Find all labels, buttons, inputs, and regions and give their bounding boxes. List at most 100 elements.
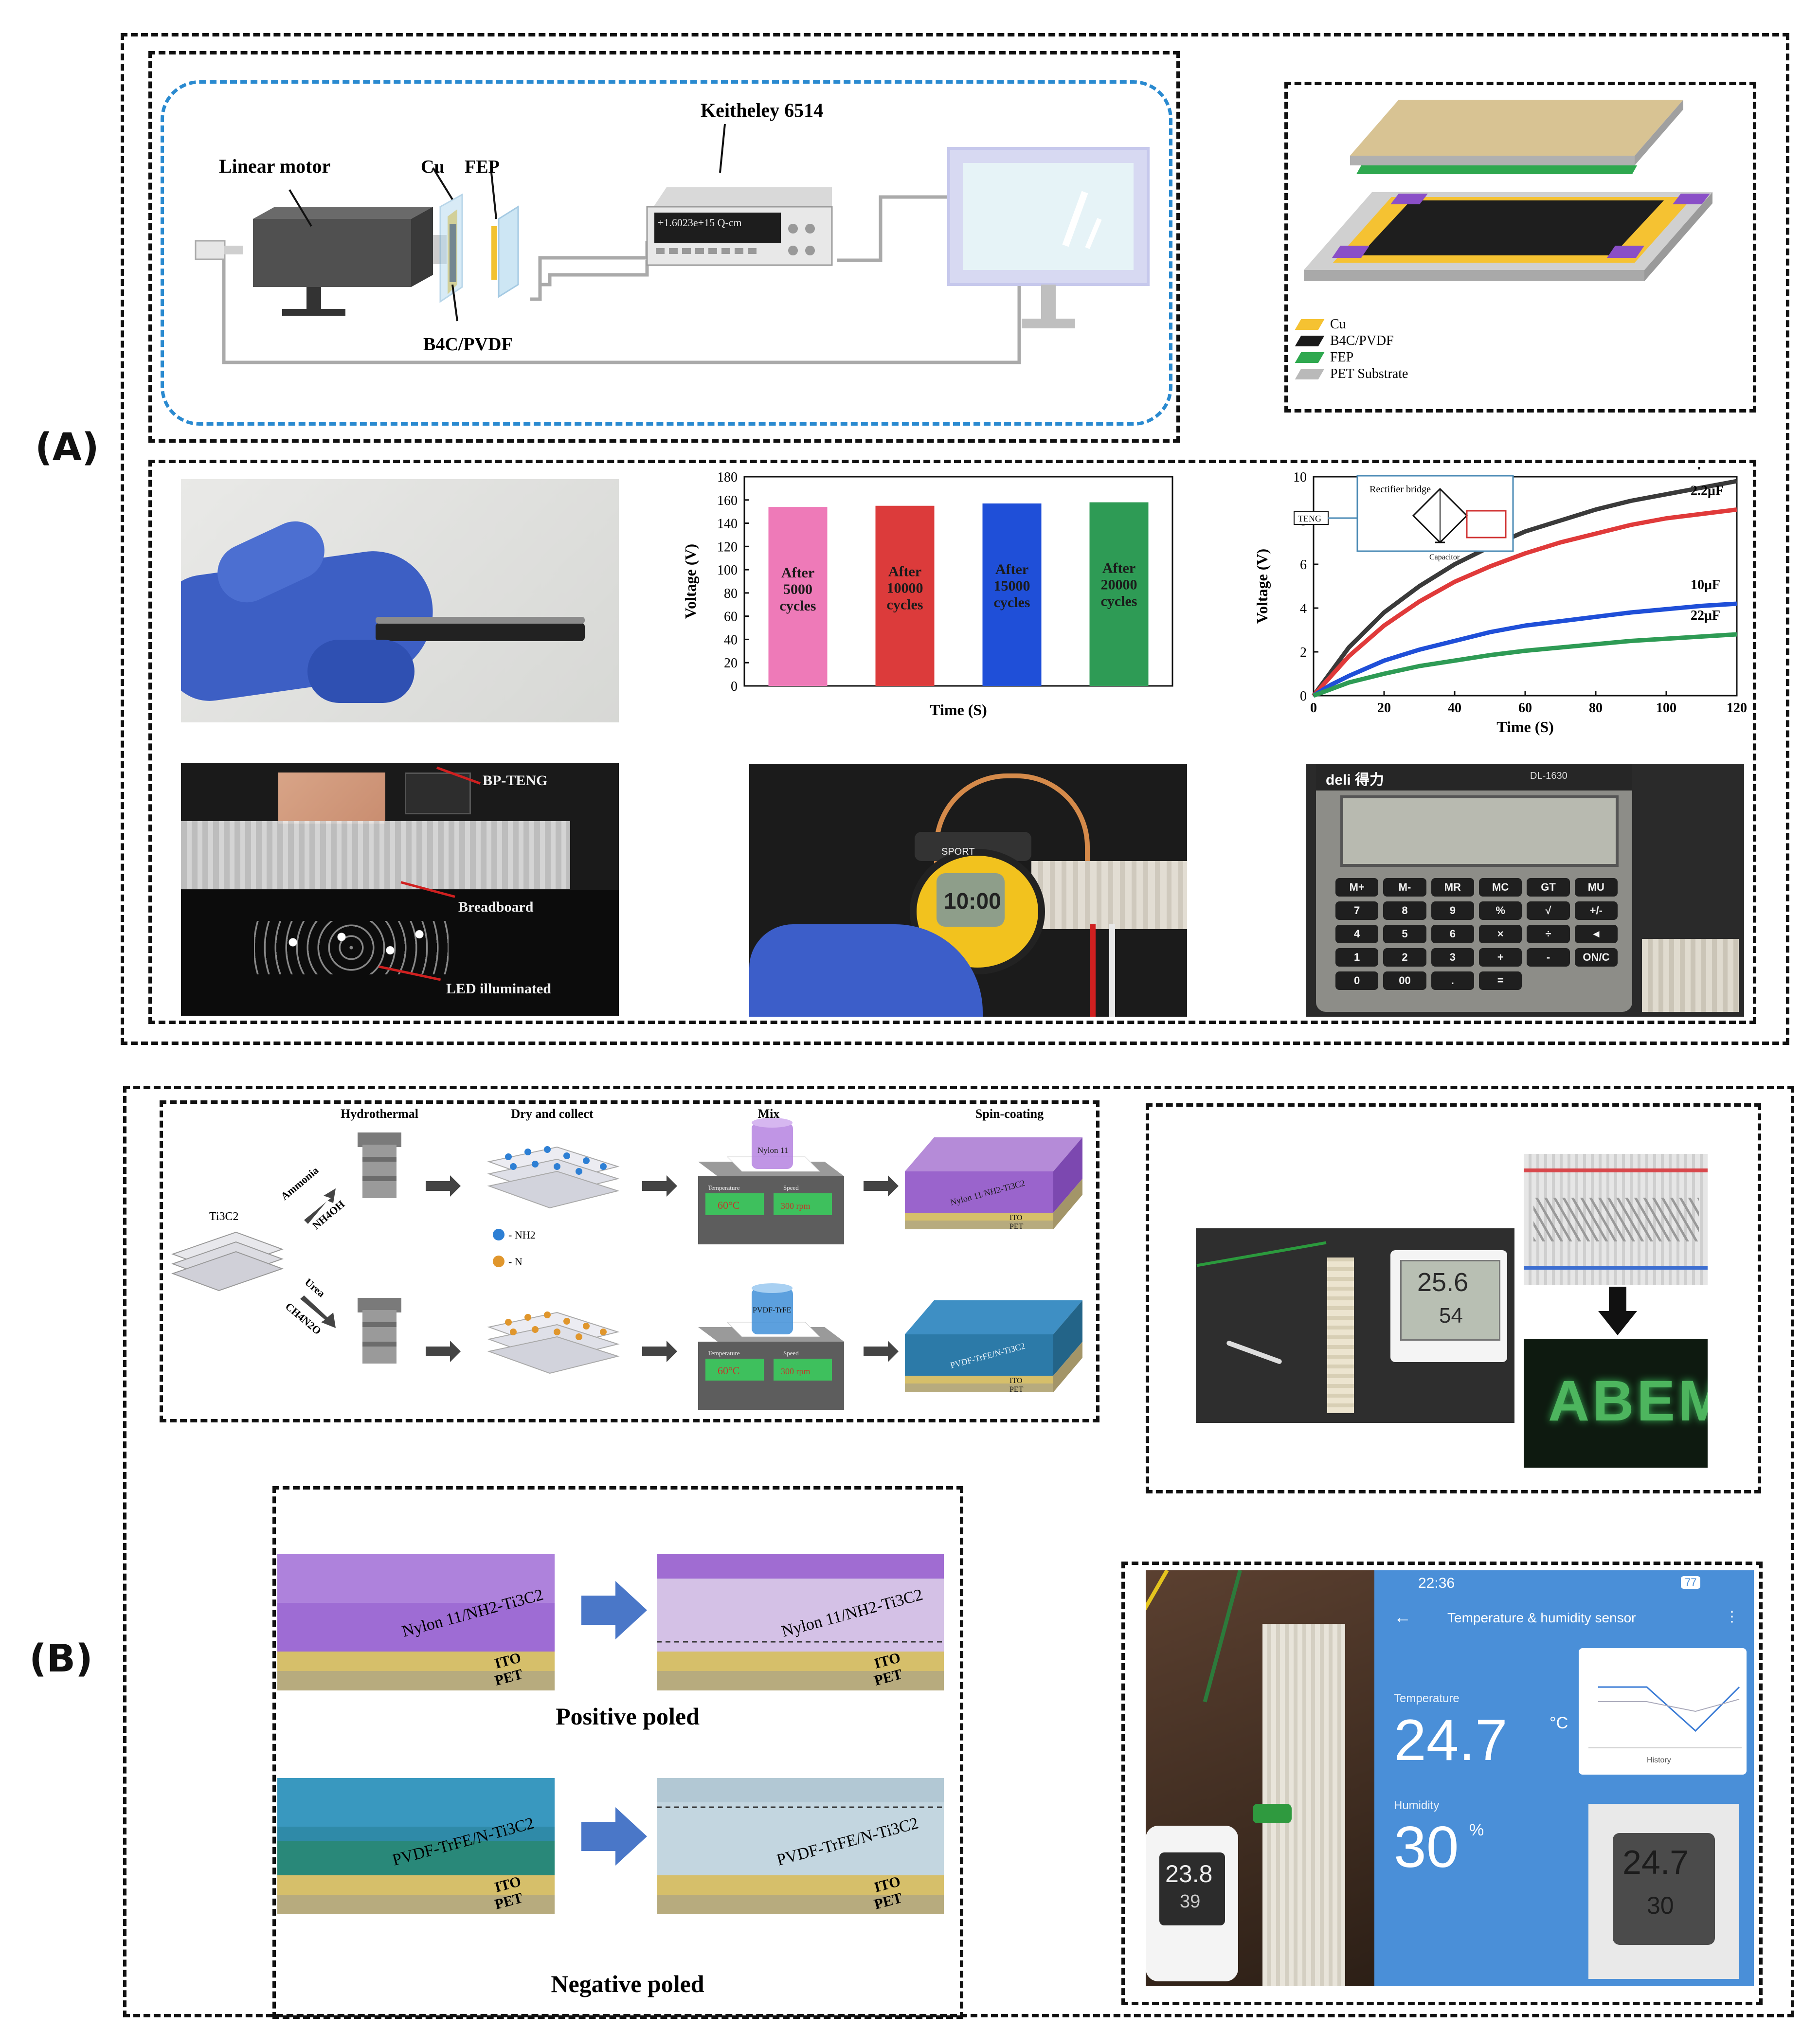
thermo-frame [1146, 1103, 1761, 1493]
photo-led-breadboard: BP-TENG Breadboard LED illuminated [181, 763, 619, 1016]
polymer-1: Nylon 11 [757, 1146, 788, 1155]
calc-key: MC [1479, 878, 1522, 897]
bar-data-label: 20000 [1101, 577, 1137, 593]
x-tick-label: 60 [1518, 701, 1532, 716]
hum-value: 30 [1394, 1814, 1459, 1880]
photo-led-board [1524, 1154, 1708, 1285]
hot-temp-1: 60°C [718, 1199, 739, 1211]
y-axis-label: Voltage (V) [682, 544, 699, 619]
app-title: Temperature & humidity sensor [1447, 1610, 1636, 1625]
calc-key: % [1479, 901, 1522, 920]
calc-key: MU [1574, 878, 1618, 897]
rectifier-inset: TENG Rectifier bridge Capacitor [1294, 475, 1514, 561]
x-tick-label: 120 [1727, 701, 1747, 716]
poling-frame [272, 1486, 963, 2019]
series-label: 1μF [1691, 467, 1713, 470]
pvdf-film-poled: PVDF-TrFE/N-Ti3C2 ITO PET [657, 1778, 944, 1914]
bar [768, 507, 828, 686]
legend-label: B4C/PVDF [1330, 333, 1394, 348]
calc-key: 8 [1383, 901, 1426, 920]
calc-key: M- [1383, 878, 1426, 897]
calc-key: MR [1431, 878, 1474, 897]
y-tick-label: 2 [1300, 645, 1307, 660]
calc-model: DL-1630 [1530, 771, 1568, 781]
nh2-flakes [487, 1146, 620, 1209]
setup-diagram: +1.6023e+15 Q-cm Keitheley 6514 Linear m… [195, 99, 1150, 364]
watch-display: 10:00 [944, 888, 1001, 914]
hot-speed-1: 300 rpm [781, 1201, 811, 1211]
calc-key: 6 [1431, 925, 1474, 943]
y-tick-label: 0 [731, 679, 738, 694]
photo-thermometer: 25.6 54 [1196, 1228, 1514, 1423]
keithley-label: Keitheley 6514 [701, 99, 823, 121]
line-chart: 02468100204060801001201μF2.2μF10μF22μFTi… [1253, 467, 1747, 736]
nylon-film-poled: Nylon 11/NH2-Ti3C2 ITO PET [657, 1554, 944, 1690]
poling-arrow-top [581, 1581, 647, 1639]
y-tick-label: 80 [724, 586, 738, 601]
calc-key: + [1479, 948, 1522, 967]
poling-arrow-bottom [581, 1807, 647, 1866]
bar-data-label: 15000 [994, 578, 1030, 594]
temp-unit: °C [1550, 1714, 1568, 1732]
film-pvdf: PVDF-TrFE/N-Ti3C2 ITO PET [905, 1300, 1082, 1394]
inset-teng-label: TENG [1298, 514, 1321, 523]
bar-data-label: After [995, 561, 1028, 577]
history-card[interactable]: History [1579, 1648, 1747, 1775]
bp-teng-label: BP-TENG [483, 772, 548, 789]
setup-frame [148, 51, 1180, 443]
process-diagram: Hydrothermal Dry and collect Mix Spin-co… [171, 1107, 1082, 1410]
negative-poled-label: Negative poled [551, 1970, 704, 1997]
bar-data-label: cycles [887, 597, 923, 613]
panel-label-a: (A) [35, 426, 99, 469]
more-menu-icon[interactable]: ⋮ [1725, 1609, 1739, 1625]
y-tick-label: 140 [717, 517, 738, 532]
calc-key: 2 [1383, 948, 1426, 967]
bar-data-label: 5000 [783, 581, 812, 597]
calc-key: × [1479, 925, 1522, 943]
bar-data-label: cycles [994, 594, 1030, 611]
calc-key: 9 [1431, 901, 1474, 920]
ti3c2-label: Ti3C2 [209, 1210, 239, 1223]
y-tick-label: 0 [1300, 689, 1307, 704]
hot-temp-label-2: Temperature [708, 1349, 740, 1357]
hotplate-1: Nylon 11 Temperature Speed 60°C 300 rpm [698, 1118, 844, 1244]
bar-data-label: After [1102, 560, 1135, 576]
legend-item-fep: FEP [1295, 349, 1493, 366]
hotplate-2: PVDF-TrFE Temperature Speed 60°C 300 rpm [698, 1283, 844, 1410]
process-frame [160, 1100, 1099, 1422]
legend-item-pet: PET Substrate [1295, 366, 1493, 382]
hum-label: Humidity [1394, 1799, 1440, 1812]
legend-swatch [1295, 336, 1325, 346]
calc-key: 4 [1335, 925, 1379, 943]
down-arrow-icon [1598, 1287, 1637, 1335]
led-illuminated-label: LED illuminated [446, 981, 551, 997]
y-tick-label: 4 [1300, 601, 1307, 616]
calc-key: ON/C [1574, 948, 1618, 967]
y-tick-label: 120 [717, 539, 738, 555]
sensor-right-hum: 30 [1647, 1892, 1674, 1919]
calc-key: √ [1527, 901, 1570, 920]
linear-motor-label: Linear motor [219, 155, 330, 177]
bar [1089, 502, 1149, 686]
x-tick-label: 0 [1310, 701, 1317, 716]
fep-label: FEP [465, 157, 500, 177]
x-tick-label: 100 [1656, 701, 1676, 716]
hot-temp-label-1: Temperature [708, 1184, 740, 1191]
bar-chart: 020406080100120140160180After5000cyclesA… [682, 470, 1173, 719]
bar-data-label: After [781, 565, 814, 581]
led-text: ABEM [1548, 1369, 1708, 1433]
watch-brand: SPORT [941, 846, 975, 857]
series-line [1312, 601, 1737, 698]
nylon-film-unpoled: Nylon 11/NH2-Ti3C2 ITO PET [277, 1554, 555, 1690]
photo-led-text: ABEM [1524, 1339, 1708, 1468]
hot-speed-label-2: Speed [783, 1349, 799, 1357]
y-tick-label: 180 [717, 470, 738, 485]
series-label: 10μF [1691, 577, 1720, 593]
legend-item-cu: Cu [1295, 316, 1493, 333]
bar-data-label: 10000 [887, 580, 923, 596]
sensor-left-hum: 39 [1180, 1891, 1201, 1912]
film-ito-1: ITO [1009, 1214, 1022, 1222]
back-arrow-icon[interactable]: ← [1394, 1607, 1411, 1627]
